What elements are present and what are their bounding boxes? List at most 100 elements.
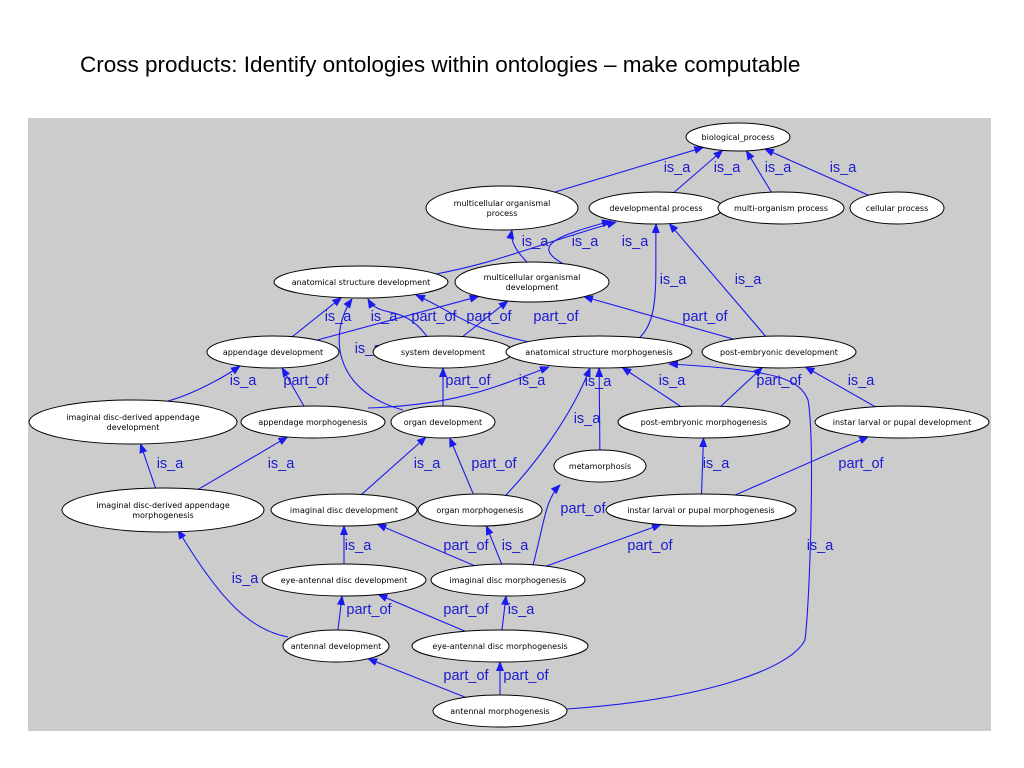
- edge-label: part_of: [503, 668, 549, 684]
- node-ellipse: [717, 191, 845, 225]
- edge-label: is_a: [325, 309, 353, 325]
- edge-label: is_a: [502, 538, 530, 554]
- node-meta[interactable]: metamorphosis: [553, 449, 647, 483]
- edge-label: is_a: [765, 160, 793, 176]
- edge-label: part_of: [560, 501, 606, 517]
- node-label: cellular process: [866, 204, 929, 213]
- node-ellipse: [417, 493, 543, 527]
- node-label: biological_process: [702, 133, 775, 142]
- node-idd[interactable]: imaginal disc development: [270, 493, 418, 527]
- node-ellipse: [425, 185, 579, 231]
- node-label: system development: [401, 348, 485, 357]
- node-label: imaginal disc-derived appendage: [66, 413, 200, 422]
- node-label: multicellular organismal: [454, 199, 551, 208]
- edge-labels-layer: is_a is_a is_a is_a is_a is_a is_a is_a is_a is_a…: [157, 160, 885, 684]
- node-label: instar larval or pupal development: [833, 418, 972, 427]
- node-label: antennal development: [291, 642, 382, 651]
- edge-label: part_of: [627, 538, 673, 554]
- node-ellipse: [454, 261, 610, 303]
- edge-label: part_of: [443, 602, 489, 618]
- edge-label: is_a: [830, 160, 858, 176]
- edge-label: is_a: [572, 234, 600, 250]
- edge-label: part_of: [411, 309, 457, 325]
- node-bp[interactable]: biological_process: [685, 122, 791, 152]
- node-asd[interactable]: anatomical structure development: [273, 265, 449, 299]
- node-ellipse: [411, 629, 589, 663]
- edge-label: is_a: [157, 456, 185, 472]
- node-ilpd[interactable]: instar larval or pupal development: [814, 405, 990, 439]
- node-idad[interactable]: imaginal disc-derived appendagedevelopme…: [28, 399, 238, 445]
- node-antd[interactable]: antennal development: [282, 629, 390, 663]
- node-eadm[interactable]: eye-antennal disc morphogenesis: [411, 629, 589, 663]
- edge-label: is_a: [585, 374, 613, 390]
- node-ellipse: [605, 493, 797, 527]
- edge-antd-to-idam: [177, 529, 289, 638]
- node-ellipse: [814, 405, 990, 439]
- node-ellipse: [505, 335, 693, 369]
- node-ellipse: [430, 563, 586, 597]
- node-ilpm[interactable]: instar larval or pupal morphogenesis: [605, 493, 797, 527]
- node-ellipse: [282, 629, 390, 663]
- node-label: antennal morphogenesis: [450, 707, 549, 716]
- edge-asm-to-dp: [638, 223, 660, 339]
- node-ellipse: [270, 493, 418, 527]
- edge-label: is_a: [735, 272, 763, 288]
- node-am[interactable]: appendage morphogenesis: [240, 405, 386, 439]
- edge-label: is_a: [660, 272, 688, 288]
- edge-label: part_of: [346, 602, 392, 618]
- node-ped[interactable]: post-embryonic development: [701, 335, 857, 369]
- edge-label: part_of: [533, 309, 579, 325]
- node-idm[interactable]: imaginal disc morphogenesis: [430, 563, 586, 597]
- edge-sd-to-asd: [367, 298, 429, 339]
- node-eadd[interactable]: eye-antennal disc development: [261, 563, 427, 597]
- node-sd[interactable]: system development: [372, 335, 514, 369]
- edge-label: part_of: [445, 373, 491, 389]
- node-om[interactable]: organ morphogenesis: [417, 493, 543, 527]
- edge-label: part_of: [756, 373, 802, 389]
- node-label: instar larval or pupal morphogenesis: [627, 506, 774, 515]
- edge-label: is_a: [230, 373, 258, 389]
- edge-label: part_of: [283, 373, 329, 389]
- node-od[interactable]: organ development: [390, 405, 496, 439]
- node-ellipse: [240, 405, 386, 439]
- edge-label: is_a: [345, 538, 373, 554]
- edge-label: is_a: [714, 160, 742, 176]
- node-cp[interactable]: cellular process: [849, 191, 945, 225]
- node-label: developmental process: [609, 204, 702, 213]
- node-label: organ morphogenesis: [436, 506, 523, 515]
- edge-asd-to-dp: [430, 220, 617, 276]
- edge-idad-to-ad: [167, 365, 241, 402]
- node-ellipse: [28, 399, 238, 445]
- edge-label: is_a: [807, 538, 835, 554]
- node-label: imaginal disc-derived appendage: [96, 501, 230, 510]
- node-ellipse: [61, 487, 265, 533]
- node-ellipse: [553, 449, 647, 483]
- node-pem[interactable]: post-embryonic morphogenesis: [617, 405, 791, 439]
- node-label: imaginal disc development: [290, 506, 398, 515]
- node-label: appendage development: [223, 348, 323, 357]
- edge-asm-to-asd: [415, 294, 530, 343]
- node-asm[interactable]: anatomical structure morphogenesis: [505, 335, 693, 369]
- node-antm[interactable]: antennal morphogenesis: [432, 694, 568, 728]
- node-label: metamorphosis: [569, 462, 631, 471]
- node-label: organ development: [404, 418, 482, 427]
- node-idam[interactable]: imaginal disc-derived appendagemorphogen…: [61, 487, 265, 533]
- node-ellipse: [390, 405, 496, 439]
- slide-title: Cross products: Identify ontologies with…: [80, 52, 801, 77]
- edge-od-to-asd: [338, 298, 404, 411]
- edge-mod-to-mop: [506, 229, 528, 263]
- node-ellipse: [617, 405, 791, 439]
- node-mp[interactable]: multi-organism process: [717, 191, 845, 225]
- node-ad[interactable]: appendage development: [206, 335, 340, 369]
- node-ellipse: [273, 265, 449, 299]
- ontology-graph: is_a is_a is_a is_a is_a is_a is_a is_a is_a is_a…: [28, 118, 991, 731]
- edge-idm-to-meta: [532, 484, 561, 566]
- edge-om-to-asm: [504, 367, 591, 497]
- edge-label: part_of: [682, 309, 728, 325]
- node-dp[interactable]: developmental process: [588, 191, 724, 225]
- node-label: eye-antennal disc development: [281, 576, 408, 585]
- edge-label: is_a: [664, 160, 692, 176]
- node-ellipse: [685, 122, 791, 152]
